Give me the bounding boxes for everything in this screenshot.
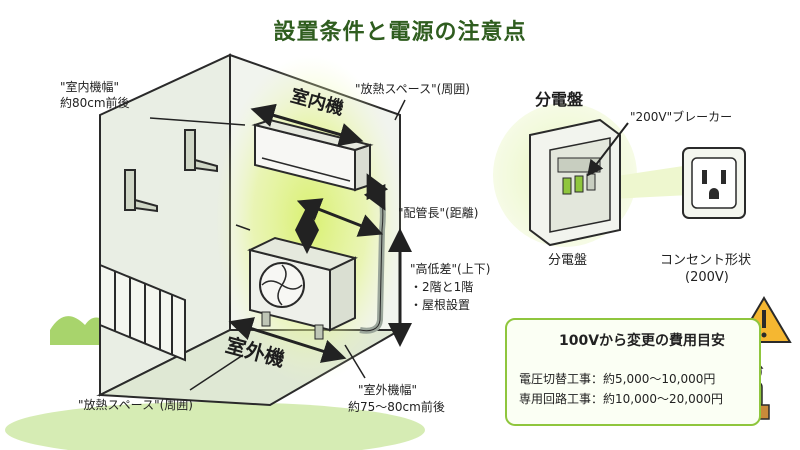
balcony-railing bbox=[99, 263, 186, 362]
outdoor-width-label: "室外機幅" bbox=[358, 383, 418, 397]
dimension-arrow-icon bbox=[228, 103, 412, 363]
height-diff-item: ・2階と1階 bbox=[410, 280, 474, 294]
page-title: 設置条件と電源の注意点 bbox=[273, 20, 527, 45]
breaker-label: "200V"ブレーカー bbox=[630, 110, 733, 124]
outlet-label: コンセント形状 bbox=[660, 253, 752, 268]
wall-bracket-icon bbox=[124, 129, 218, 213]
pipe-length-label: "配管長"(距離) bbox=[398, 206, 479, 220]
outdoor-unit bbox=[247, 236, 358, 340]
panel-title: 分電盤 bbox=[535, 90, 584, 109]
cost-row: 専用回路工事：約10,000〜20,000円 bbox=[519, 392, 723, 406]
outlet-icon bbox=[682, 147, 746, 219]
heat-space-bottom-label: "放熱スペース"(周囲) bbox=[78, 398, 193, 412]
breaker-pointer bbox=[587, 122, 629, 177]
cost-box: 100Vから変更の費用目安 電圧切替工事：約5,000〜10,000円 専用回路… bbox=[505, 318, 761, 426]
leader-lines bbox=[149, 99, 406, 391]
height-diff-item: ・屋根設置 bbox=[410, 298, 471, 312]
indoor-width-value: 約80cm前後 bbox=[60, 96, 130, 110]
distribution-panel bbox=[529, 118, 621, 247]
bush bbox=[50, 316, 110, 345]
cost-row: 電圧切替工事：約5,000〜10,000円 bbox=[519, 372, 716, 386]
ground bbox=[5, 402, 425, 450]
panel-caption: 分電盤 bbox=[548, 253, 588, 268]
height-diff-label: "高低差"(上下) bbox=[410, 262, 491, 276]
indoor-width-label: "室内機幅" bbox=[60, 80, 120, 94]
heat-space-top-label: "放熱スペース"(周囲) bbox=[355, 82, 470, 96]
cost-title: 100Vから変更の費用目安 bbox=[559, 333, 726, 349]
outlet-voltage: (200V) bbox=[685, 270, 729, 285]
outdoor-width-value: 約75〜80cm前後 bbox=[348, 400, 445, 414]
